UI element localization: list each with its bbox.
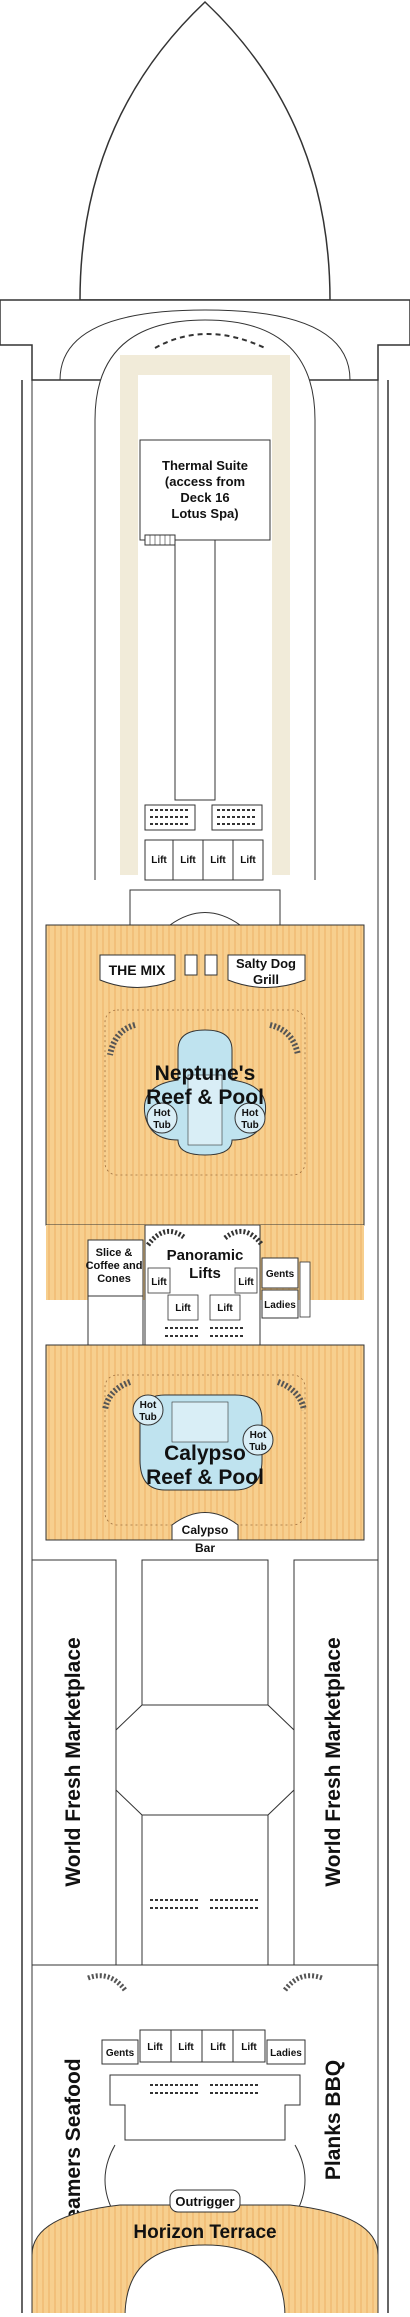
slice-label-2: Coffee and [86, 1260, 143, 1272]
lift-label-f2: Lift [180, 855, 196, 866]
calypso-bar-label-1: Calypso [182, 1523, 229, 1537]
panoramic-lift-curve [145, 1228, 265, 1247]
slice-label-1: Slice & [96, 1247, 133, 1259]
bow-hull [79, 0, 331, 301]
lift-label-a4: Lift [241, 2042, 257, 2053]
the-mix-bar [99, 954, 176, 988]
aft-stair-right [283, 1973, 323, 1992]
thermal-suite-label-4: Lotus Spa) [171, 506, 238, 521]
hot-tub-label-n1a: Hot [154, 1108, 171, 1119]
calypso-label-1: Calypso [164, 1442, 246, 1465]
salty-dog-label-1: Salty Dog [236, 956, 296, 971]
gents-label-a: Gents [106, 2048, 135, 2059]
lobby-small-1 [184, 954, 198, 976]
outrigger-bar [169, 2189, 241, 2213]
ladies-restroom-aft [266, 2039, 306, 2065]
neptune-hottub-right [234, 1102, 266, 1134]
midship-white-left [46, 1300, 86, 1345]
bridge-inner-arc [59, 309, 351, 381]
neptune-label-1: Neptune's [155, 1062, 256, 1085]
lift-label-a2: Lift [178, 2042, 194, 2053]
neptune-deck-dotted [104, 1009, 306, 1176]
steamers-label: Steamers Seafood [62, 2058, 85, 2241]
calypso-hottub-left [132, 1394, 164, 1426]
lift-label-f4: Lift [240, 855, 256, 866]
calypso-pool-lane [171, 1401, 229, 1443]
the-mix-label: THE MIX [109, 962, 166, 978]
calypso-hottub-right [242, 1424, 274, 1456]
forward-lift-bank [144, 839, 264, 881]
lift-label-m3: Lift [175, 1303, 191, 1314]
thermal-light-zone-top [120, 355, 290, 375]
calypso-bar-label-2: Bar [195, 1541, 215, 1555]
ladies-restroom [261, 1289, 299, 1319]
lobby-small-2 [204, 954, 218, 976]
salty-dog-label-2: Grill [253, 972, 279, 987]
planks-label: Planks BBQ [322, 2060, 345, 2180]
hot-tub-label-c1b: Tub [139, 1412, 157, 1423]
stern-bottom-cover [0, 2313, 410, 2317]
calypso-stair-left [102, 1379, 132, 1411]
calypso-stair-right [276, 1379, 307, 1411]
slice-label-3: Cones [97, 1273, 131, 1285]
forward-lobby-arch [129, 889, 281, 925]
horizon-label: Horizon Terrace [133, 2222, 276, 2243]
lift-label-m2: Lift [238, 1277, 254, 1288]
neptune-pool-lane [187, 1074, 223, 1146]
calypso-label-2: Reef & Pool [146, 1466, 264, 1489]
lift-label-m1: Lift [151, 1277, 167, 1288]
slice-cafe [87, 1239, 144, 1346]
hot-tub-label-c1a: Hot [140, 1400, 157, 1411]
lift-label-f3: Lift [210, 855, 226, 866]
forward-stair-treads [150, 809, 257, 825]
gents-restroom-aft [101, 2039, 139, 2065]
aft-stair-left [87, 1973, 127, 1992]
panoramic-label-2: Lifts [189, 1265, 221, 1282]
lift-label-m4: Lift [217, 1303, 233, 1314]
hot-tub-label-n1b: Tub [153, 1120, 171, 1131]
hot-tub-label-n2b: Tub [241, 1120, 259, 1131]
hot-tub-label-c2b: Tub [249, 1442, 267, 1453]
thermal-suite-label-2: (access from [165, 474, 245, 489]
marketplace-right [293, 1559, 379, 1966]
thermal-arch-dash [154, 333, 266, 349]
neptune-hottub-left [146, 1102, 178, 1134]
thermal-column [174, 539, 216, 801]
salty-dog-bar [227, 954, 306, 988]
thermal-suite-label-3: Deck 16 [180, 490, 229, 505]
outrigger-label: Outrigger [175, 2194, 234, 2209]
hull-outline [21, 380, 389, 2317]
calypso-bar [171, 1512, 239, 1541]
panoramic-label-1: Panoramic [167, 1247, 244, 1264]
thermal-suite-label-1: Thermal Suite [162, 458, 248, 473]
ladies-label-m: Ladies [264, 1300, 296, 1311]
thermal-light-zone-right [272, 355, 290, 875]
midship-white-right [300, 1320, 364, 1345]
lift-label-a3: Lift [210, 2042, 226, 2053]
ladies-label-a: Ladies [270, 2048, 302, 2059]
gents-restroom [261, 1257, 299, 1289]
marketplace-center [115, 1559, 295, 1966]
gents-label-m: Gents [266, 1269, 295, 1280]
world-fresh-left-label: World Fresh Marketplace [62, 1637, 85, 1886]
aft-interior-frame [109, 2074, 301, 2141]
neptune-label-2: Reef & Pool [146, 1086, 264, 1109]
lift-label-f1: Lift [151, 855, 167, 866]
marketplace-left [31, 1559, 117, 1966]
neptune-stair-left [107, 1022, 136, 1056]
neptune-stair-right [269, 1022, 301, 1056]
stern-arch [124, 2244, 286, 2317]
lift-label-a1: Lift [147, 2042, 163, 2053]
thermal-light-zone-left [120, 355, 138, 875]
thermal-suite-box [139, 439, 271, 541]
hot-tub-label-n2a: Hot [242, 1108, 259, 1119]
hot-tub-label-c2a: Hot [250, 1430, 267, 1441]
world-fresh-right-label: World Fresh Marketplace [322, 1637, 345, 1886]
